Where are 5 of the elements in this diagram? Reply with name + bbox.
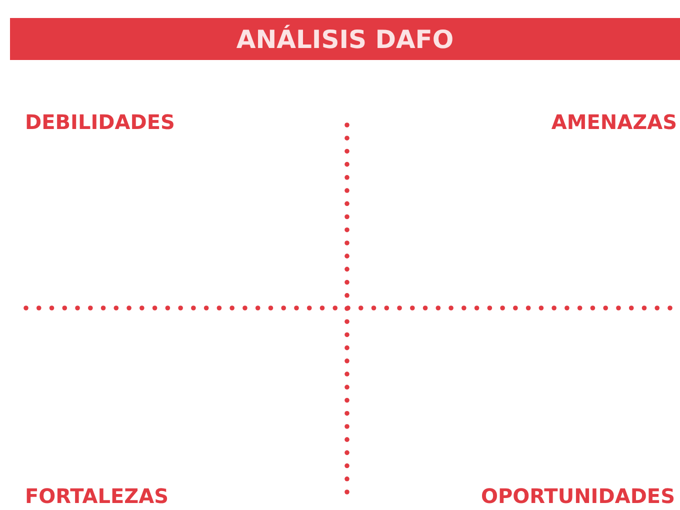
- title-banner: ANÁLISIS DAFO: [10, 18, 680, 60]
- quadrant-heading: AMENAZAS: [551, 110, 677, 134]
- quadrant-heading: OPORTUNIDADES: [481, 484, 675, 508]
- quadrant-heading: FORTALEZAS: [25, 484, 169, 508]
- quadrant-heading: DEBILIDADES: [25, 110, 175, 134]
